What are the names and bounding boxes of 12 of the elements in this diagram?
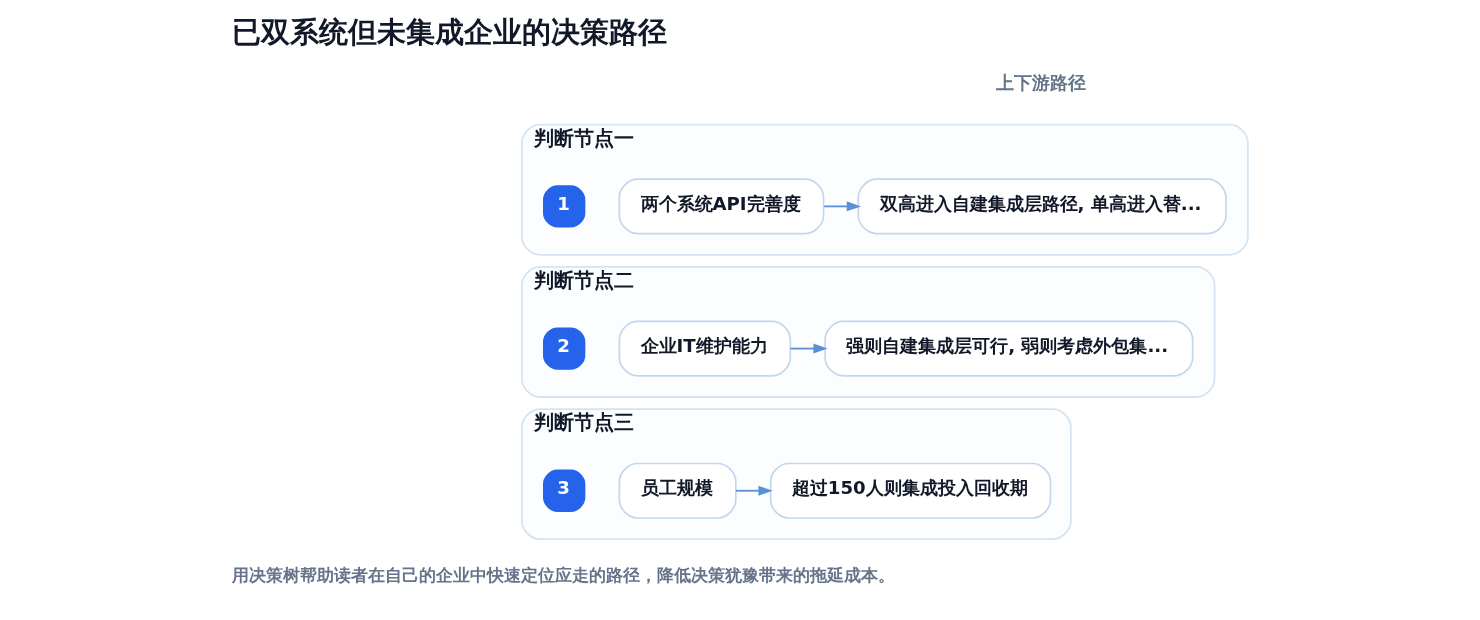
- node-box: 双高进入自建集成层路径, 单高进入替...: [857, 178, 1227, 235]
- arrow: [823, 201, 861, 212]
- arrow: [734, 485, 773, 496]
- node-box: 员工规模: [618, 462, 737, 519]
- node-box: 两个系统API完善度: [618, 178, 825, 235]
- diagram-title: 已双系统但未集成企业的决策路径: [232, 14, 668, 49]
- label: 上下游路径: [996, 71, 1086, 93]
- node-box: 强则自建集成层可行, 弱则考虑外包集...: [824, 320, 1194, 377]
- node-box: 企业IT维护能力: [618, 320, 792, 377]
- caption: 用决策树帮助读者在自己的企业中快速定位应走的路径，降低决策犹豫带来的拖延成本。: [232, 566, 896, 586]
- arrow: [789, 343, 828, 354]
- node-box: 超过150人则集成投入回收期: [769, 462, 1052, 519]
